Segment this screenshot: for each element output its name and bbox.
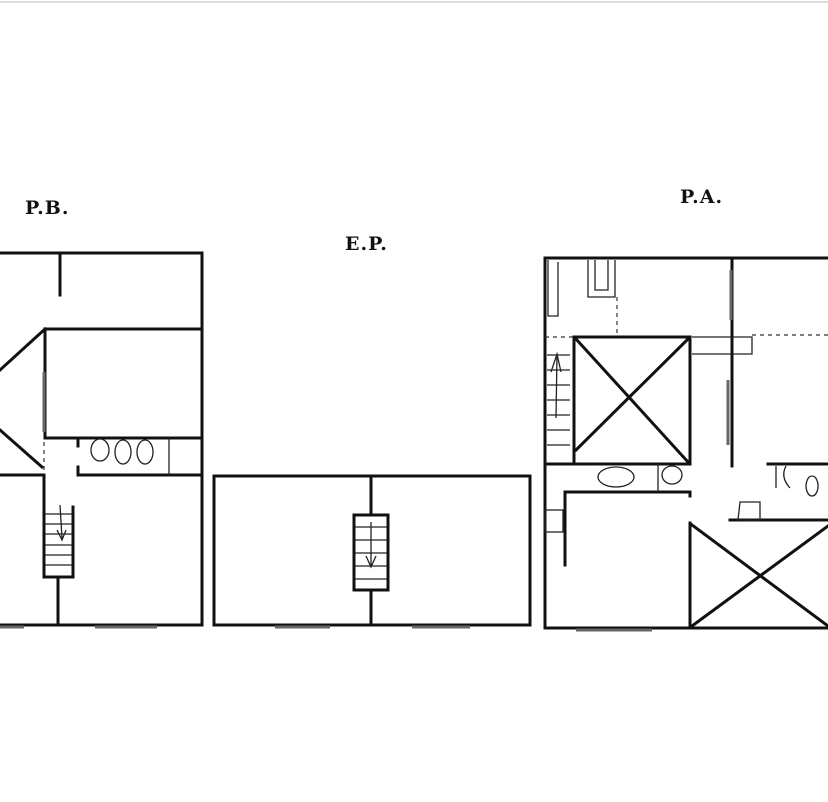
staircase-up-icon <box>547 351 570 446</box>
floor-plan-pa <box>543 256 828 632</box>
toilet-fixtures-icon <box>90 438 154 465</box>
staircase-down-icon <box>42 473 75 579</box>
floor-plan-pb <box>0 251 204 629</box>
staircase-down-icon <box>352 513 390 592</box>
void-opening-icon <box>572 335 692 466</box>
washbasin-icon <box>737 501 761 521</box>
floor-plan-ep <box>212 474 532 629</box>
floor-label-ep: E.P. <box>345 233 388 255</box>
stove-icon <box>544 509 564 533</box>
sink-icon <box>661 465 683 485</box>
floor-label-pb: P.B. <box>25 197 70 219</box>
bathtub-icon <box>597 466 635 488</box>
floor-label-pa: P.A. <box>680 186 724 208</box>
void-opening-icon <box>688 521 828 630</box>
